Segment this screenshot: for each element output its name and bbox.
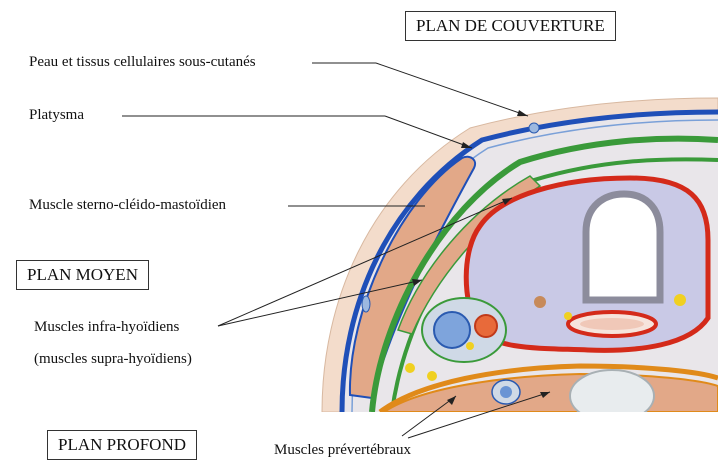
external-jugular — [361, 295, 371, 313]
label-platysma: Platysma — [29, 107, 84, 123]
lymph-node — [405, 363, 415, 373]
arrow-skin — [517, 110, 528, 116]
carotid-artery — [474, 314, 498, 338]
leader-arrowheads — [412, 110, 550, 405]
leader-lines — [122, 62, 551, 439]
leader-infrahyoid-2 — [217, 279, 423, 327]
arrow-infrahyoid-2 — [412, 279, 422, 286]
plane-covering-box: PLAN DE COUVERTURE — [405, 11, 616, 41]
arrow-prevertebral-2 — [540, 392, 550, 398]
prevertebral-fascia — [378, 363, 718, 412]
plane-middle-box: PLAN MOYEN — [16, 260, 149, 290]
label-suprahyoid: (muscles supra-hyoïdiens) — [34, 351, 192, 367]
plane-deep-box: PLAN PROFOND — [47, 430, 197, 460]
leader-prevertebral-2 — [407, 391, 551, 439]
nerve-dot — [564, 312, 572, 320]
label-scm: Muscle sterno-cléido-mastoïdien — [29, 197, 227, 213]
leader-skin-2 — [375, 62, 529, 117]
label-skin: Peau et tissus cellulaires sous-cutanés — [29, 54, 256, 70]
parathyroid-dot — [534, 296, 546, 308]
anatomy-section — [321, 97, 718, 412]
trachea — [582, 190, 664, 304]
label-infrahyoid: Muscles infra-hyoïdiens — [34, 319, 180, 335]
leader-infrahyoid-1 — [217, 197, 513, 327]
deep-vessel-lumen — [500, 386, 512, 398]
middle-fascia — [369, 135, 718, 412]
superficial-fascia — [339, 109, 718, 412]
lymph-node-2 — [427, 371, 437, 381]
leader-prevertebral-1 — [401, 395, 457, 437]
leader-platysma-2 — [384, 115, 473, 149]
arrow-platysma — [461, 142, 472, 148]
nerve-dot-right — [674, 294, 686, 306]
esophagus-lumen — [580, 318, 644, 330]
jugular-vein — [433, 311, 471, 349]
vertebral-body — [569, 369, 655, 412]
label-prevertebral: Muscles prévertébraux — [274, 442, 412, 458]
arrow-infrahyoid-1 — [502, 198, 512, 205]
vagus-nerve — [466, 342, 474, 350]
small-vessel — [528, 122, 540, 134]
arrow-prevertebral-1 — [447, 396, 456, 405]
